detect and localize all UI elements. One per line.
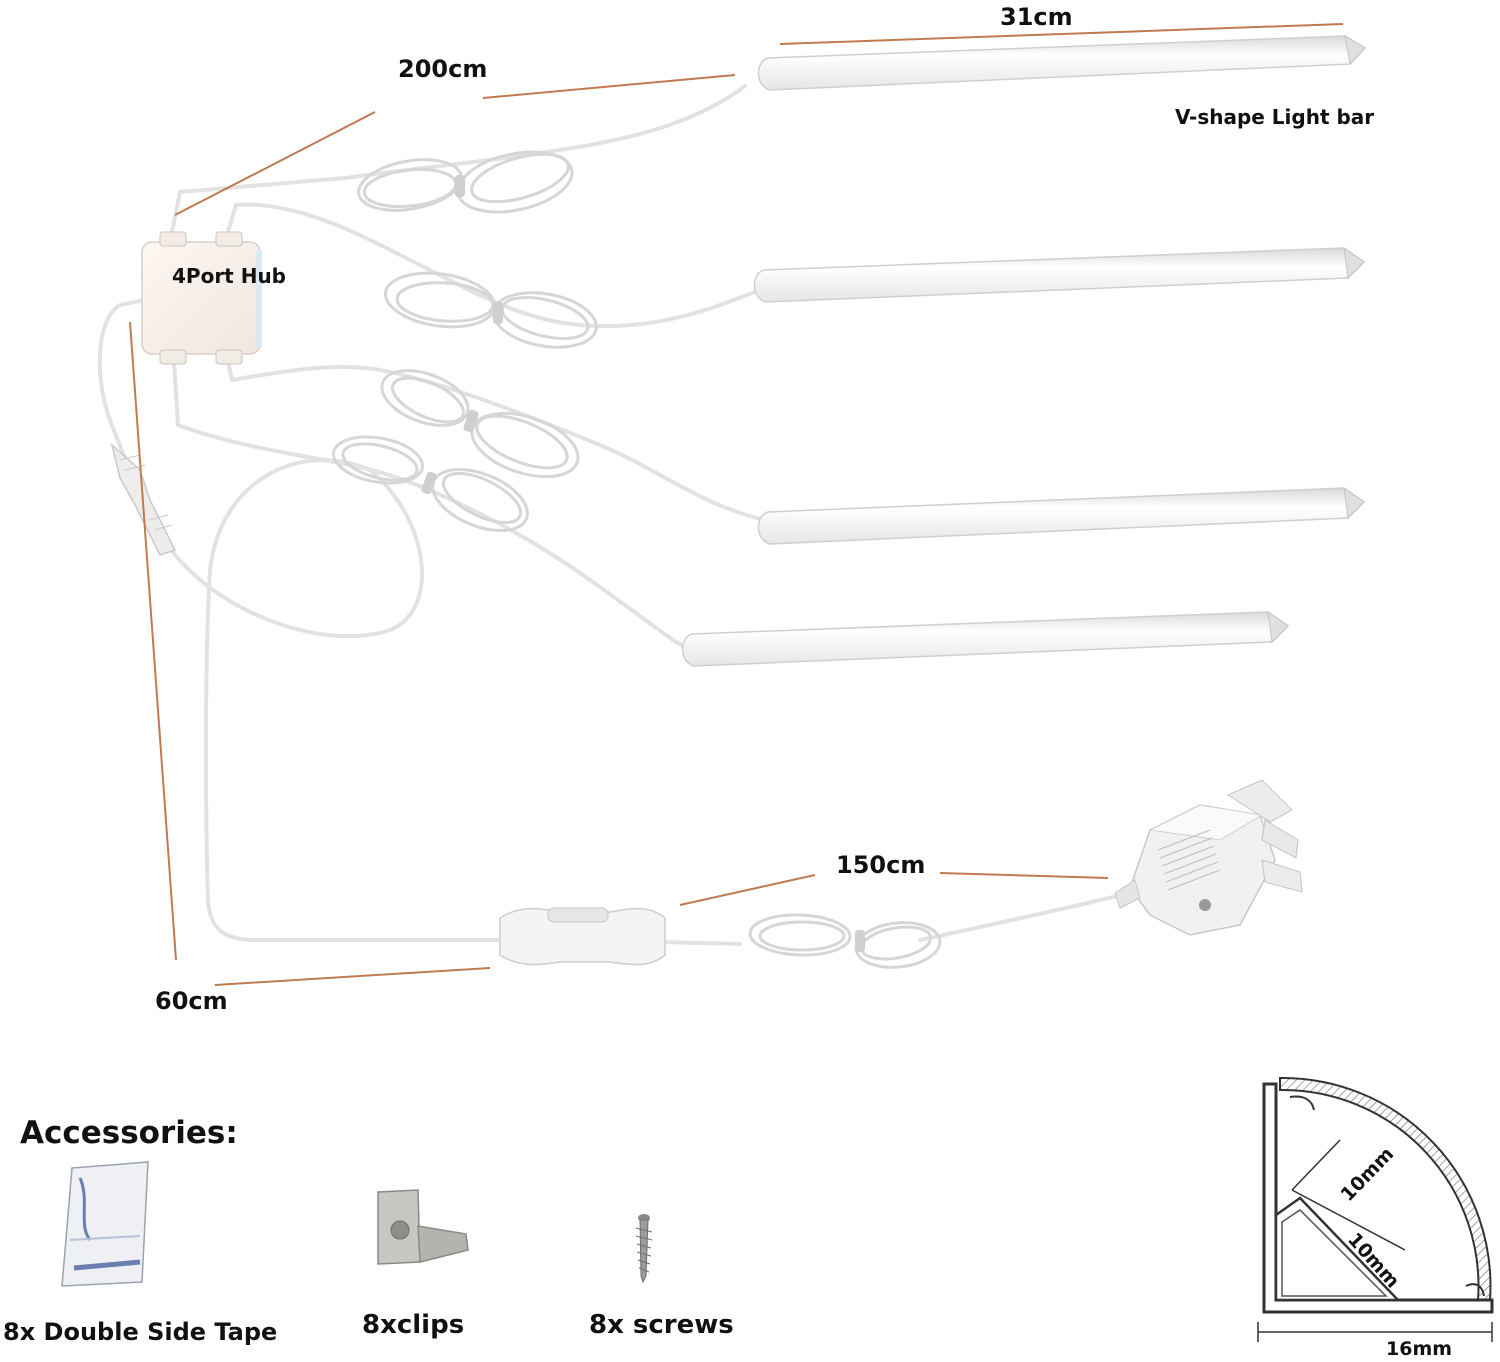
light-bar-4 <box>681 610 1290 667</box>
dim-31cm <box>779 23 1344 45</box>
cable-bar-1 <box>170 84 747 234</box>
dim-150cm-left <box>679 874 816 906</box>
profile-width-label: 16mm <box>1386 1338 1453 1360</box>
dim-200cm-top <box>482 74 736 99</box>
screw-icon <box>635 1214 653 1284</box>
hub-cable-length-label: 200cm <box>398 55 488 83</box>
cable-loop-down <box>173 458 502 942</box>
clip-icon <box>377 1189 469 1265</box>
bar-length-label: 31cm <box>1000 3 1073 31</box>
cable-bar-4 <box>172 360 692 652</box>
profile-cross-section-icon <box>1257 1076 1494 1342</box>
accessories-title: Accessories: <box>20 1115 238 1151</box>
coil-4 <box>332 435 529 533</box>
cable-ties <box>421 175 865 952</box>
clips-caption: 8xclips <box>362 1310 465 1340</box>
dim-60cm-vert <box>129 321 177 961</box>
plug-adapter-icon <box>1114 779 1303 936</box>
coil-5 <box>748 913 942 969</box>
cable-switch-to-adapter <box>658 940 742 946</box>
coil-2 <box>383 271 598 349</box>
light-bar-2 <box>753 246 1366 303</box>
tape-icon <box>61 1161 149 1287</box>
hub-icon <box>141 231 262 365</box>
light-bar-1 <box>757 35 1367 91</box>
switch-cable-length-label: 60cm <box>155 987 228 1015</box>
light-bar-type-label: V-shape Light bar <box>1175 105 1375 129</box>
hub-label: 4Port Hub <box>172 264 286 288</box>
light-bars <box>681 35 1367 667</box>
dim-200cm-diag <box>174 111 376 216</box>
dimension-lines <box>129 23 1344 986</box>
dim-60cm-horz <box>214 967 491 986</box>
adapter-cable-length-label: 150cm <box>836 851 926 879</box>
cable-adapter <box>918 891 1132 942</box>
dim-150cm-right <box>939 872 1109 879</box>
light-bar-3 <box>757 486 1366 545</box>
screws-caption: 8x screws <box>589 1310 734 1340</box>
inline-switch-icon <box>499 907 666 966</box>
coil-1 <box>357 150 574 214</box>
cables <box>97 84 1132 946</box>
cable-bar-2 <box>226 202 762 329</box>
cable-bar-3 <box>226 360 767 522</box>
tape-caption: 8x Double Side Tape <box>3 1318 278 1346</box>
